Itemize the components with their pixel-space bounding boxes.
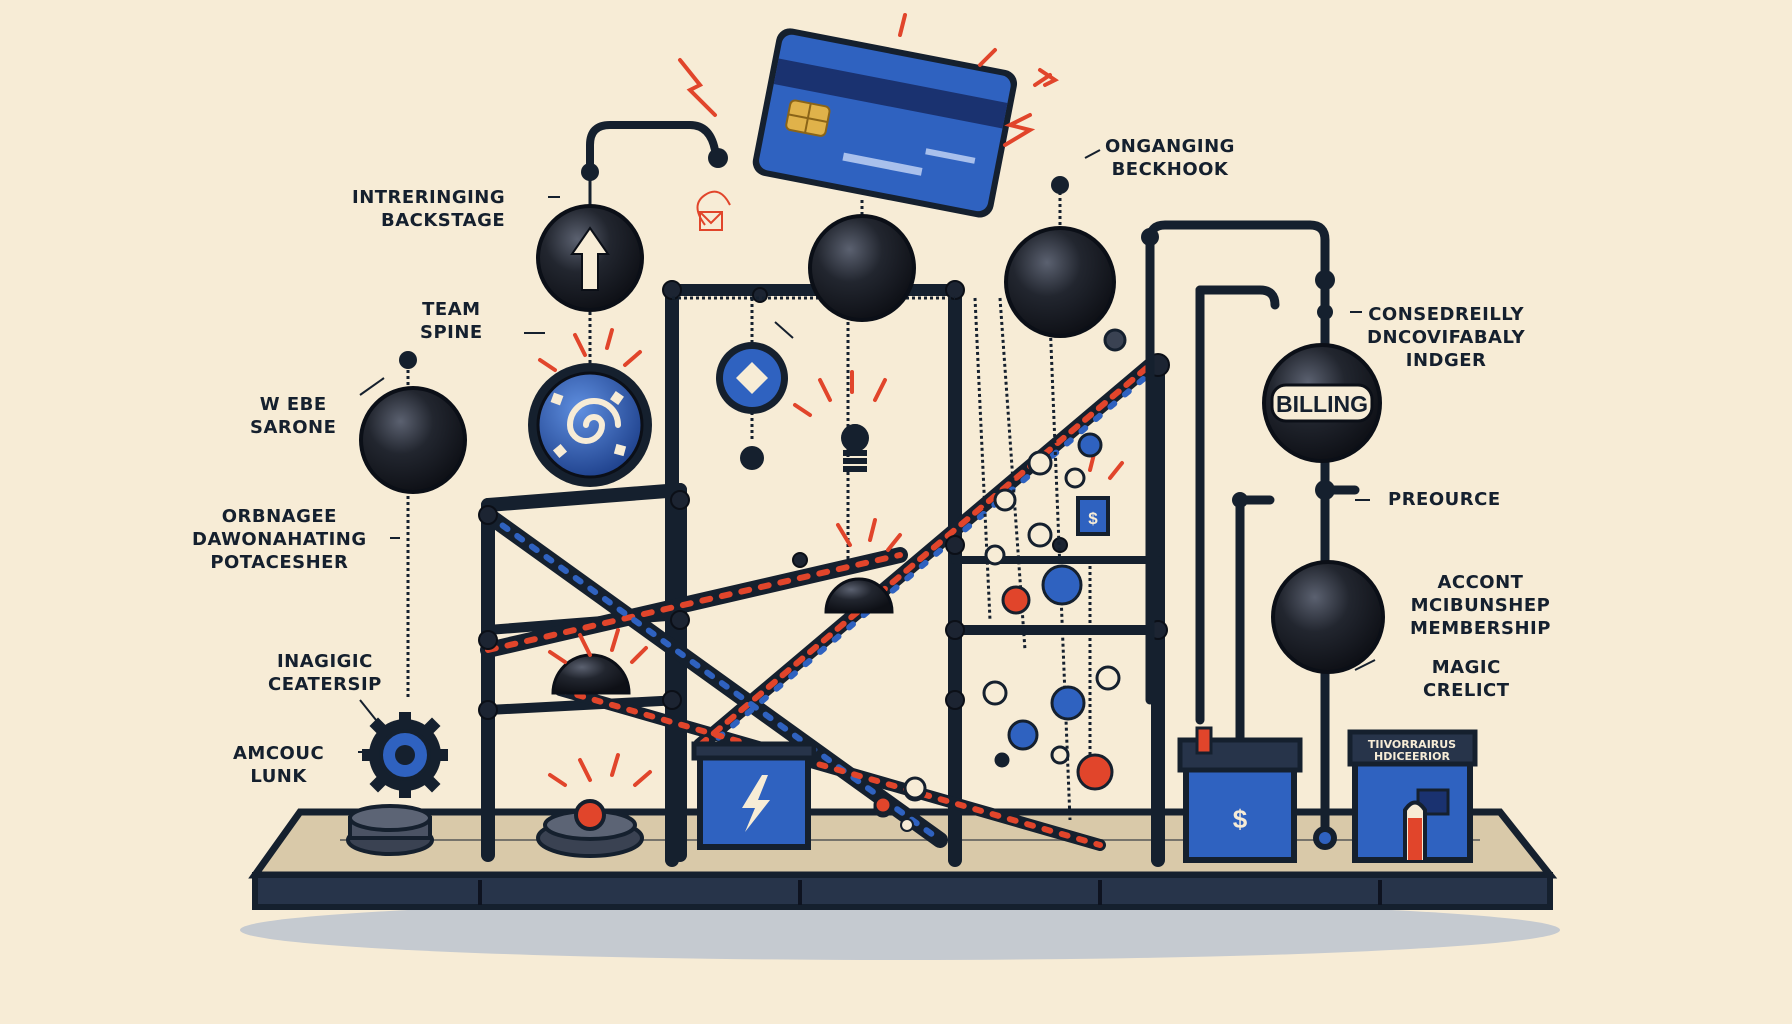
- small-dollar: $: [1088, 509, 1098, 528]
- ball-onganging: [1004, 226, 1116, 338]
- sign-booth: TIIVORRAIRUS HDICEERIOR: [1347, 729, 1478, 863]
- arrow-up-icon: [570, 226, 610, 291]
- envelope-icon: [696, 190, 731, 231]
- dollar-bin: $: [1177, 726, 1303, 863]
- label-line: DNCOVIFABALY: [1367, 327, 1526, 348]
- label-preource: PREOURCE: [1388, 488, 1501, 511]
- sign-line-2: HDICEERIOR: [1374, 750, 1450, 763]
- label-line: SPINE: [420, 322, 483, 343]
- floor-gear: [346, 804, 434, 856]
- label-interringing-backstage: INTRERINGING BACKSTAGE: [352, 186, 505, 232]
- label-magic-crelict: MAGIC CRELICT: [1423, 656, 1510, 702]
- bin-dollar: $: [1233, 804, 1248, 834]
- label-team-spine: TEAM SPINE: [420, 298, 483, 344]
- swirl-icon: [528, 363, 652, 487]
- label-line: BECKHOOK: [1111, 159, 1229, 180]
- label-line: CEATERSIP: [268, 674, 382, 695]
- coin-icon: [873, 432, 1121, 818]
- ball-half-dome: [551, 653, 631, 695]
- chip-icon: [785, 99, 831, 137]
- label-web-sarone: W EBE SARONE: [250, 393, 336, 439]
- label-line: INTRERINGING: [352, 187, 506, 208]
- label-line: POTACESHER: [210, 552, 349, 573]
- label-line: ONGANGING: [1105, 136, 1235, 157]
- diamond-icon: [716, 342, 788, 414]
- label-inagigic: INAGIGIC CEATERSIP: [268, 650, 382, 696]
- label-line: MCIBUNSHEP: [1410, 595, 1551, 616]
- lightning-bin: [691, 741, 817, 850]
- ball-web-sarone: [359, 386, 467, 494]
- ramp-rails: [485, 362, 1157, 848]
- label-consedreilly: CONSEDREILLY DNCOVIFABALY INDGER: [1367, 303, 1525, 372]
- label-line: BACKSTAGE: [380, 210, 506, 231]
- sign-line-1: TIIVORRAIRUS: [1368, 738, 1456, 751]
- label-pointers: [358, 149, 1376, 753]
- label-line: AMCOUC: [233, 743, 325, 764]
- billing-ball: BILLING: [1262, 343, 1382, 463]
- top-hook: [586, 121, 719, 176]
- label-line: CRELICT: [1423, 680, 1510, 701]
- label-line: MAGIC: [1431, 657, 1501, 678]
- credit-card-icon: [752, 28, 1018, 218]
- label-amcouc-lunk: AMCOUC LUNK: [233, 742, 324, 788]
- label-line: ORBNAGEE: [221, 506, 337, 527]
- label-acont-membership: ACCONT MCIBUNSHEP MEMBERSHIP: [1410, 571, 1551, 640]
- billing-ball-text: BILLING: [1276, 391, 1368, 417]
- label-line: LUNK: [250, 766, 307, 787]
- label-line: W EBE: [259, 394, 327, 415]
- pipe-joints: [1141, 228, 1337, 850]
- label-line: PREOURCE: [1388, 489, 1501, 510]
- label-line: SARONE: [250, 417, 337, 438]
- small-blue-box: $: [1076, 496, 1110, 536]
- ball-mid-dome: [824, 577, 894, 614]
- floor-gear-red: [536, 799, 644, 858]
- label-onganging-beckhook: ONGANGING BECKHOOK: [1105, 135, 1235, 181]
- label-line: TEAM: [422, 299, 481, 320]
- label-line: DAWONAHATING: [192, 529, 367, 550]
- floor-shadow: [240, 900, 1560, 960]
- label-line: INDGER: [1405, 350, 1487, 371]
- label-line: INAGIGIC: [276, 651, 373, 672]
- spring-coil: [841, 424, 869, 472]
- gear-icon: [362, 712, 448, 798]
- label-orbnagee: ORBNAGEE DAWONAHATING POTACESHER: [192, 505, 367, 574]
- ground-widgets: [873, 776, 927, 832]
- ball-interringing: [536, 204, 644, 312]
- sparkle-icon: [538, 13, 1124, 787]
- ball-center-top: [808, 214, 916, 322]
- label-line: ACCONT: [1437, 572, 1524, 593]
- label-line: MEMBERSHIP: [1410, 618, 1551, 639]
- label-line: CONSEDREILLY: [1368, 304, 1524, 325]
- ball-membership: [1271, 560, 1385, 674]
